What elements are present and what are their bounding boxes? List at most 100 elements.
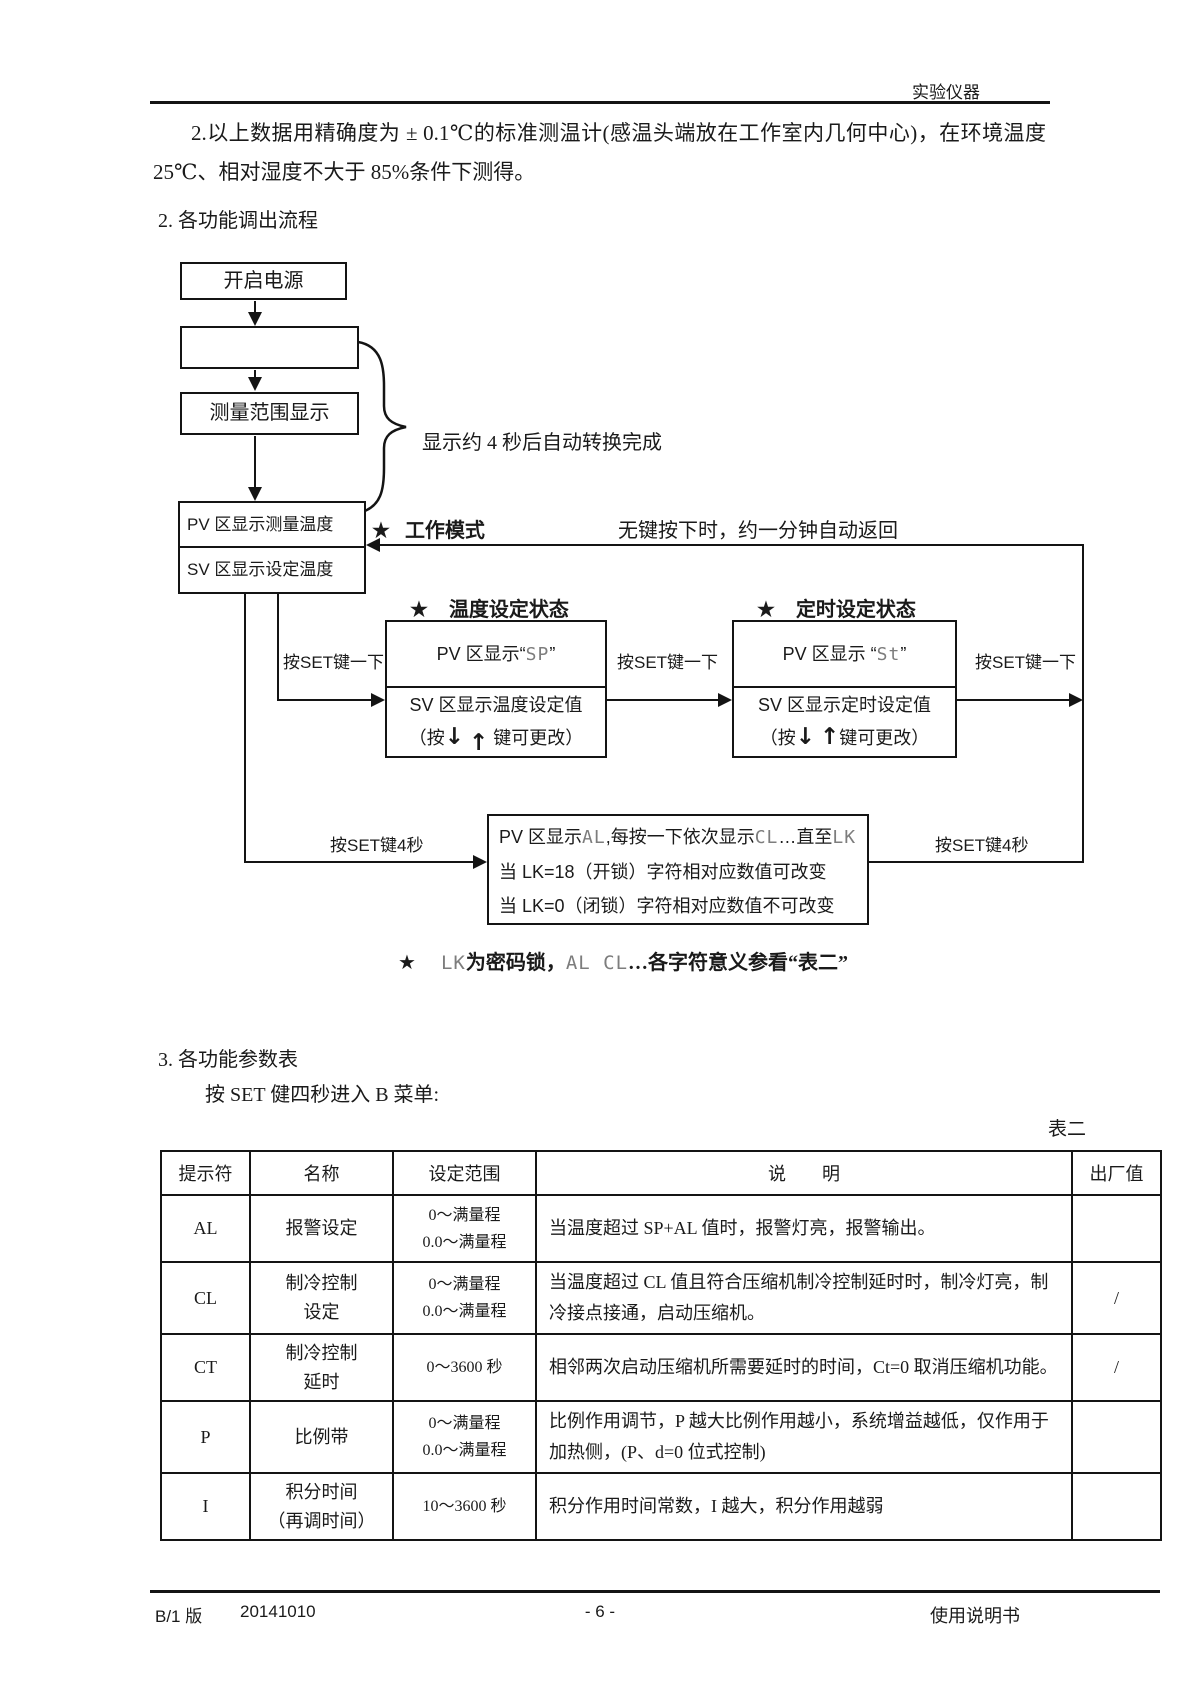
- left-loop-line: [244, 594, 246, 863]
- lk-line3: 当 LK=0（闭锁）字符相对应数值不可改变: [499, 896, 835, 916]
- arrow-down-icon: [248, 487, 262, 501]
- cell-name: 制冷控制 设定: [249, 1261, 394, 1335]
- cell-range: 0～满量程 0.0～满量程: [392, 1400, 537, 1474]
- set-once-connector: [957, 699, 1071, 701]
- lock-footnote: ★ LK为密码锁，AL CL…各字符意义参看“表二”: [398, 952, 849, 974]
- star-icon: ★: [398, 952, 416, 974]
- work-mode-label: ★ 工作模式: [372, 520, 485, 542]
- cell-factory: /: [1071, 1261, 1162, 1335]
- arrow-left-icon: [366, 538, 380, 552]
- table-row: P 比例带 0～满量程 0.0～满量程 比例作用调节，P 越大比例作用越小，系统…: [160, 1400, 1162, 1474]
- section2-title: 2. 各功能调出流程: [158, 210, 318, 232]
- set-once-connector: [277, 594, 279, 701]
- time-sv-line: SV 区显示定时设定值: [757, 695, 931, 715]
- cell-factory: [1071, 1472, 1162, 1541]
- right-loop-line: [1082, 544, 1084, 863]
- header-right-text: 实验仪器: [912, 83, 980, 102]
- cell-name: 比例带: [249, 1400, 394, 1474]
- parameter-table: 提示符 名称 设定范围 说 明 出厂值 AL 报警设定 0～满量程 0.0～满量…: [160, 1150, 1162, 1541]
- footer-page-number: - 6 -: [584, 1602, 616, 1621]
- segment-text: St: [876, 644, 901, 665]
- col-header-symbol: 提示符: [160, 1150, 251, 1196]
- return-line: [378, 544, 1084, 546]
- temp-sv-lines: SV 区显示温度设定值 （按↓ ↑ 键可更改）: [387, 688, 605, 755]
- flow-box-time-setting: PV 区显示 “St” SV 区显示定时设定值 （按↓ ↑键可更改）: [732, 620, 957, 758]
- segment-text: SP: [525, 644, 550, 665]
- no-key-note: 无键按下时，约一分钟自动返回: [618, 520, 898, 542]
- table-row: CT 制冷控制 延时 0～3600 秒 相邻两次启动压缩机所需要延时的时间，Ct…: [160, 1333, 1162, 1402]
- footer-rule: [150, 1590, 1160, 1593]
- press-set-once-label: 按SET键一下: [617, 653, 719, 672]
- footer-date: 20141010: [240, 1602, 316, 1621]
- cell-symbol: P: [160, 1400, 251, 1474]
- cell-description: 当温度超过 CL 值且符合压缩机制冷控制延时时，制冷灯亮，制冷接点接通，启动压缩…: [535, 1261, 1073, 1335]
- cell-symbol: I: [160, 1472, 251, 1541]
- flow-box-power-on: 开启电源: [180, 262, 347, 300]
- arrow-right-icon: [718, 693, 732, 707]
- set-once-connector: [607, 699, 720, 701]
- star-icon: ★: [757, 599, 775, 621]
- table-caption: 表二: [1048, 1119, 1087, 1140]
- star-icon: ★: [372, 520, 390, 542]
- set4s-connector: [244, 861, 475, 863]
- temp-state-title: ★ 温度设定状态: [410, 599, 569, 621]
- cell-range: 0～3600 秒: [392, 1333, 537, 1402]
- auto-switch-note: 显示约 4 秒后自动转换完成: [422, 432, 662, 454]
- down-arrow-icon: ↓: [444, 724, 464, 750]
- arrow-right-icon: [473, 855, 487, 869]
- lk-line1: PV 区显示AL,每按一下依次显示CL…直至LK: [499, 827, 857, 848]
- cell-range: 0～满量程 0.0～满量程: [392, 1261, 537, 1335]
- header-rule: [150, 101, 1050, 104]
- cell-name: 积分时间 （再调时间）: [249, 1472, 394, 1541]
- cell-range: 10～3600 秒: [392, 1472, 537, 1541]
- segment-text: AL: [582, 827, 606, 848]
- temp-pv-line: PV 区显示“SP”: [387, 622, 605, 688]
- up-arrow-icon: ↑: [469, 730, 489, 756]
- section3-subtitle: 按 SET 健四秒进入 B 菜单:: [205, 1084, 440, 1106]
- down-arrow-icon: ↓: [795, 724, 815, 750]
- arrow-down-icon: [248, 377, 262, 391]
- intro-paragraph: 2.以上数据用精确度为 ± 0.1℃的标准测温计(感温头端放在工作室内几何中心)…: [153, 121, 1046, 184]
- footer-doc-title: 使用说明书: [930, 1606, 1020, 1626]
- arrow-down-icon: [248, 312, 262, 326]
- cell-symbol: CL: [160, 1261, 251, 1335]
- cell-description: 积分作用时间常数，I 越大，积分作用越弱: [535, 1472, 1073, 1541]
- time-state-title: ★ 定时设定状态: [757, 599, 916, 621]
- segment-text: CL: [754, 827, 779, 848]
- cell-factory: [1071, 1400, 1162, 1474]
- press-set-once-label: 按SET键一下: [975, 653, 1077, 672]
- flow-box-lock-menu: PV 区显示AL,每按一下依次显示CL…直至LK 当 LK=18（开锁）字符相对…: [487, 814, 869, 925]
- press-set-4s-label: 按SET键4秒: [330, 836, 424, 855]
- arrow-right-icon: [371, 693, 385, 707]
- up-arrow-icon: ↑: [820, 724, 840, 750]
- time-keys-hint: （按↓ ↑键可更改）: [759, 724, 930, 750]
- table-header-row: 提示符 名称 设定范围 说 明 出厂值: [160, 1150, 1162, 1196]
- cell-description: 相邻两次启动压缩机所需要延时的时间，Ct=0 取消压缩机功能。: [535, 1333, 1073, 1402]
- cell-name: 报警设定: [249, 1194, 394, 1263]
- segment-text: AL CL: [565, 952, 629, 974]
- flow-box-startup-display: [180, 326, 359, 369]
- sv-display-line: SV 区显示设定温度: [187, 560, 334, 579]
- footer-version: B/1 版: [155, 1607, 203, 1626]
- col-header-range: 设定范围: [392, 1150, 537, 1196]
- temp-sv-line: SV 区显示温度设定值: [409, 695, 583, 715]
- section3-title: 3. 各功能参数表: [158, 1049, 298, 1071]
- flow-box-temp-setting: PV 区显示“SP” SV 区显示温度设定值 （按↓ ↑ 键可更改）: [385, 620, 607, 758]
- cell-symbol: AL: [160, 1194, 251, 1263]
- press-set-once-label: 按SET键一下: [283, 653, 385, 672]
- cell-symbol: CT: [160, 1333, 251, 1402]
- lk-line2: 当 LK=18（开锁）字符相对应数值可改变: [499, 862, 827, 882]
- brace-icon: [357, 340, 407, 515]
- temp-keys-hint: （按↓ ↑ 键可更改）: [408, 724, 584, 756]
- flow-box-work-mode: PV 区显示测量温度 SV 区显示设定温度: [178, 501, 366, 594]
- arrow-right-icon: [1069, 693, 1083, 707]
- cell-name: 制冷控制 延时: [249, 1333, 394, 1402]
- cell-factory: [1071, 1194, 1162, 1263]
- col-header-name: 名称: [249, 1150, 394, 1196]
- cell-description: 当温度超过 SP+AL 值时，报警灯亮，报警输出。: [535, 1194, 1073, 1263]
- flow-connector: [254, 301, 256, 313]
- cell-description: 比例作用调节，P 越大比例作用越小，系统增益越低，仅作用于加热侧，(P、d=0 …: [535, 1400, 1073, 1474]
- segment-text: LK: [440, 952, 466, 974]
- cell-range: 0～满量程 0.0～满量程: [392, 1194, 537, 1263]
